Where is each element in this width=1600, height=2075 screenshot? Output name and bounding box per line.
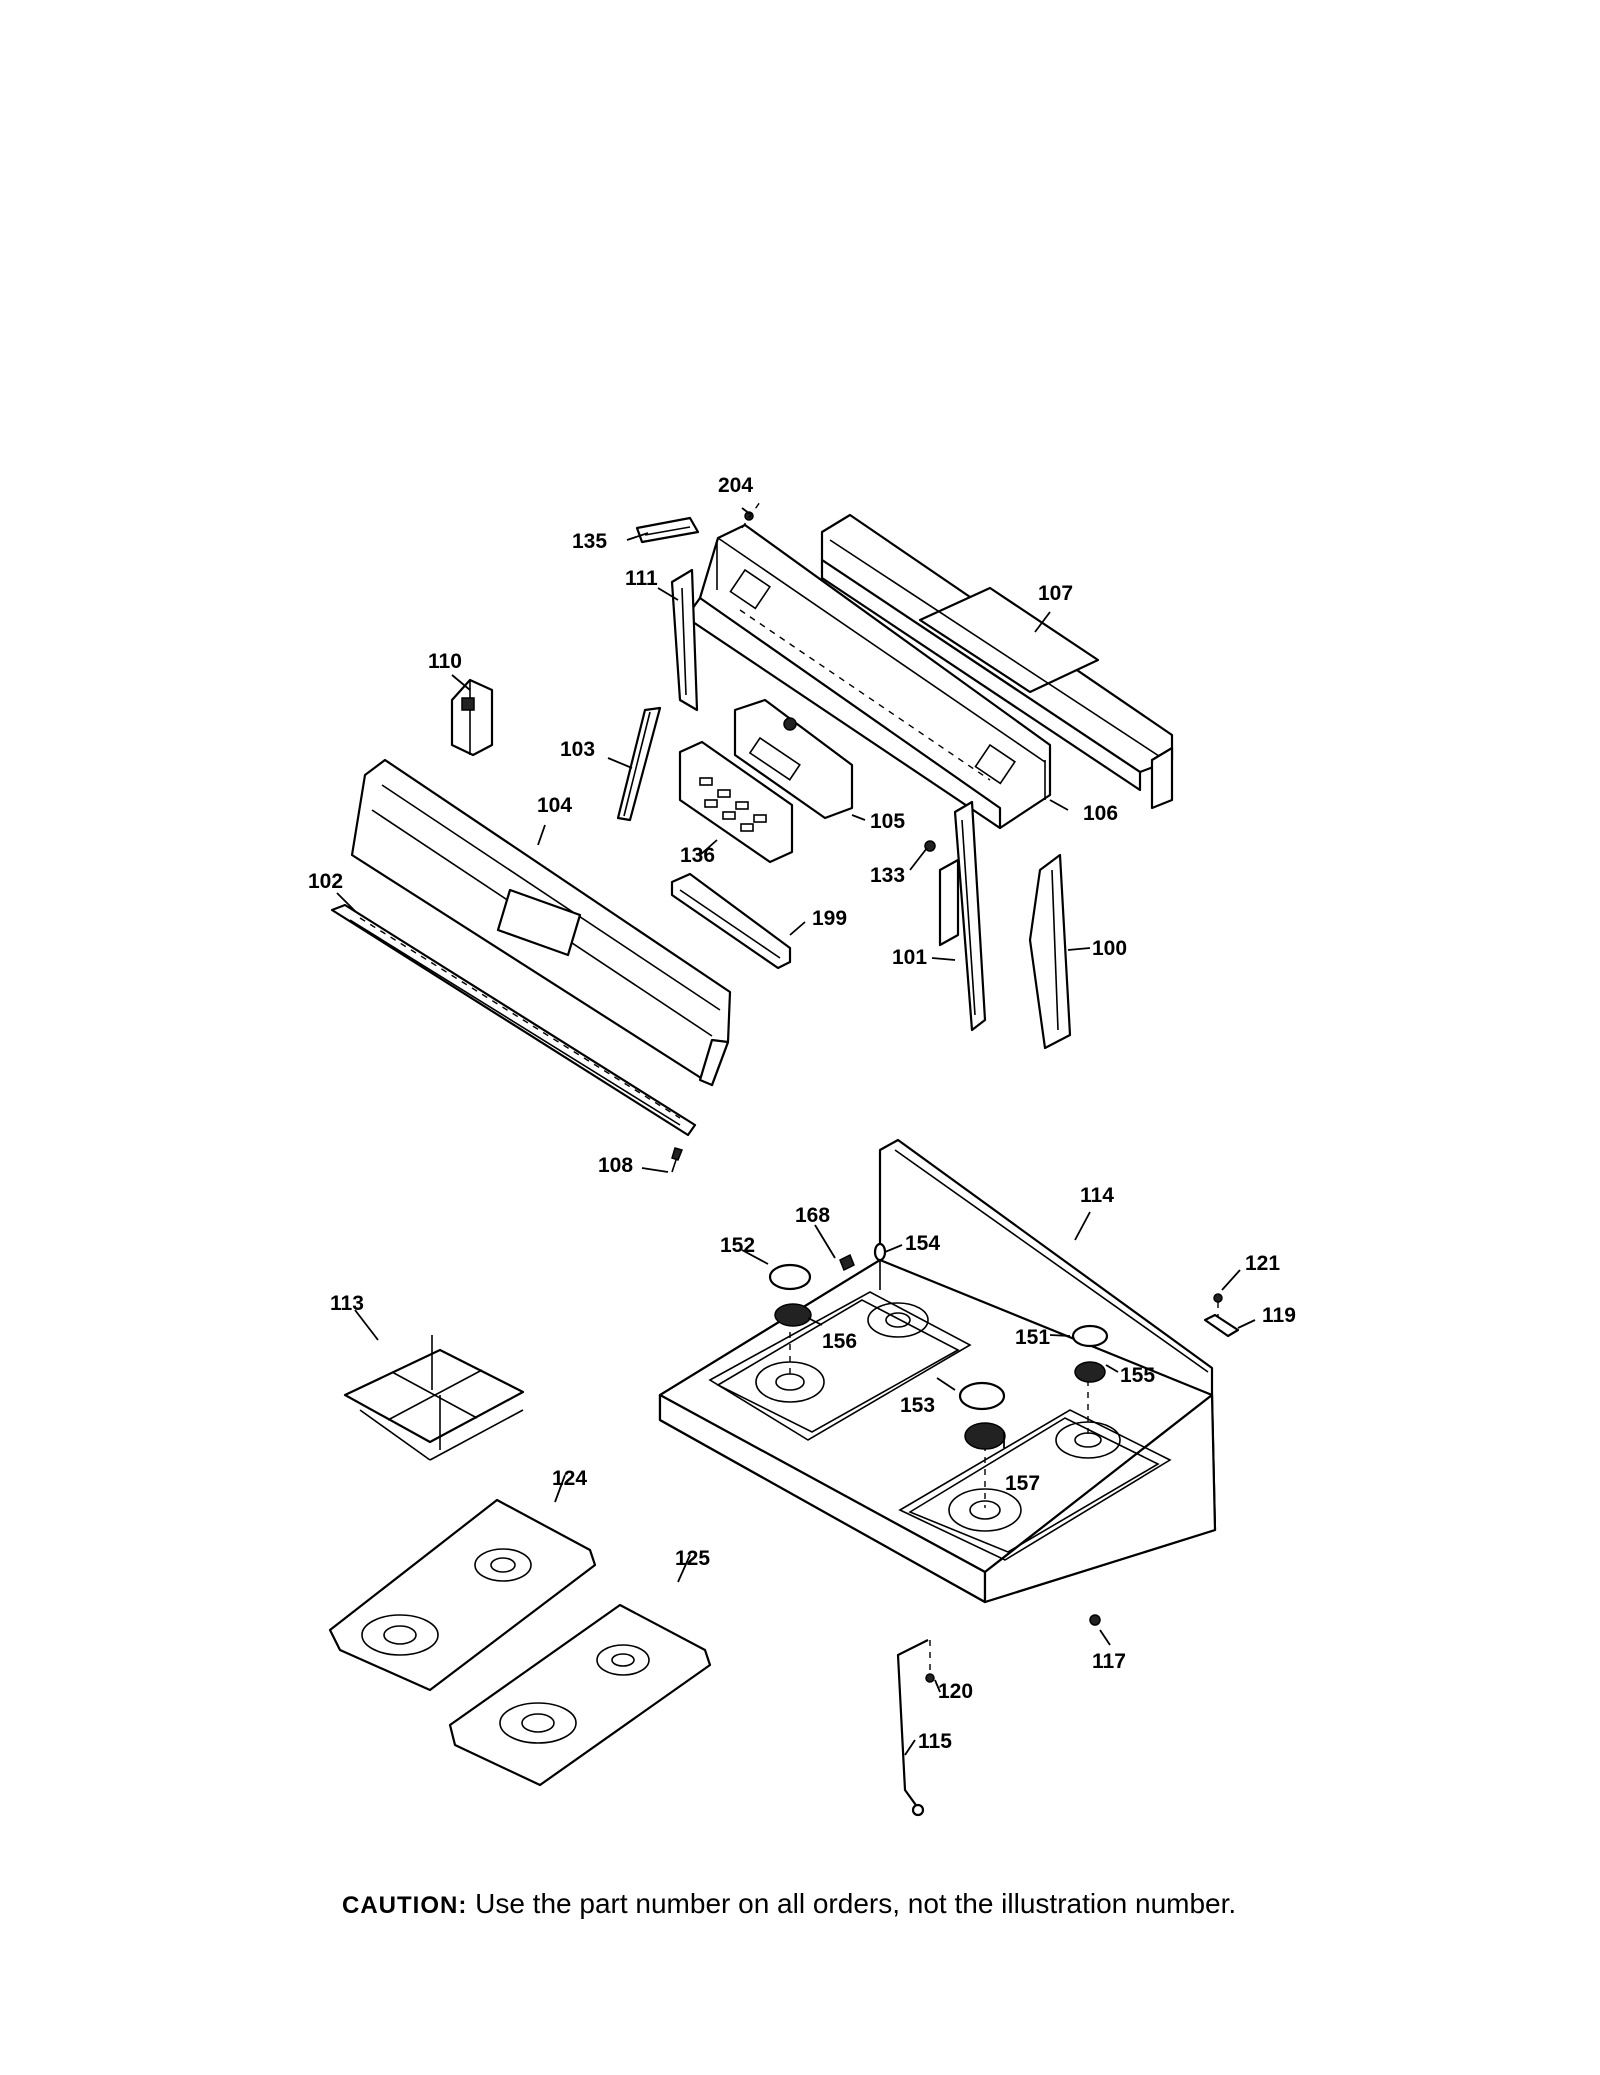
label-157: 157 — [1005, 1472, 1040, 1495]
part-114-cooktop — [658, 1138, 1217, 1604]
part-135-bracket — [635, 516, 700, 544]
label-155: 155 — [1120, 1364, 1155, 1387]
part-155-burner-head — [1074, 1361, 1106, 1383]
label-104: 104 — [537, 794, 572, 817]
part-102-trim-strip — [330, 903, 697, 1137]
label-106: 106 — [1083, 802, 1118, 825]
leader-lines — [336, 507, 1256, 1756]
label-119: 119 — [1262, 1304, 1296, 1327]
label-199: 199 — [812, 907, 847, 930]
label-152: 152 — [720, 1234, 755, 1257]
label-204: 204 — [718, 474, 753, 497]
caution-text: Use the part number on all orders, not t… — [467, 1888, 1237, 1919]
part-number-labels: 204 135 111 107 110 103 104 105 106 136 … — [308, 474, 1296, 1753]
part-136-keypad-overlay — [678, 740, 794, 864]
label-102: 102 — [308, 870, 343, 893]
part-151-burner-cap — [1071, 1324, 1109, 1348]
part-113-grate — [343, 1335, 525, 1461]
label-133: 133 — [870, 864, 905, 887]
part-111-side-bracket — [670, 568, 699, 712]
part-199-bracket — [670, 872, 792, 970]
part-103-end-cap — [616, 706, 662, 822]
label-113: 113 — [330, 1292, 364, 1315]
part-120-screw — [925, 1640, 935, 1683]
label-111: 111 — [625, 567, 658, 590]
part-204-screw — [741, 501, 761, 529]
label-107: 107 — [1038, 582, 1073, 605]
label-135: 135 — [572, 530, 607, 553]
part-106-backguard — [688, 523, 1052, 830]
part-115-rod — [896, 1639, 929, 1817]
part-152-burner-cap — [768, 1263, 812, 1291]
label-121: 121 — [1245, 1252, 1280, 1275]
part-107-rear-trim — [820, 513, 1174, 810]
part-105-control-board — [733, 698, 854, 820]
part-108-screw — [671, 1147, 684, 1173]
label-103: 103 — [560, 738, 595, 761]
label-125: 125 — [675, 1547, 710, 1570]
part-110-transformer — [450, 678, 494, 757]
part-168-clip — [839, 1253, 855, 1272]
label-153: 153 — [900, 1394, 935, 1417]
part-153-burner-cap — [958, 1381, 1006, 1411]
part-101-end-bracket — [938, 800, 987, 1032]
label-136: 136 — [680, 844, 715, 867]
label-114: 114 — [1080, 1184, 1114, 1207]
label-120: 120 — [938, 1680, 973, 1703]
label-151: 151 — [1015, 1326, 1050, 1349]
part-119-bracket — [1203, 1313, 1240, 1338]
caution-note: CAUTION: Use the part number on all orde… — [342, 1888, 1236, 1920]
part-100-side-trim — [1028, 853, 1072, 1050]
part-117-screw — [1089, 1614, 1101, 1626]
part-104-control-panel — [350, 758, 732, 1087]
label-156: 156 — [822, 1330, 857, 1353]
label-117: 117 — [1092, 1650, 1126, 1673]
caution-label: CAUTION: — [342, 1892, 468, 1919]
label-101: 101 — [892, 946, 927, 969]
label-115: 115 — [918, 1730, 952, 1753]
label-105: 105 — [870, 810, 905, 833]
label-168: 168 — [795, 1204, 830, 1227]
part-125-drip-pan — [448, 1603, 712, 1787]
part-124-drip-pan — [328, 1498, 597, 1692]
label-108: 108 — [598, 1154, 633, 1177]
label-100: 100 — [1092, 937, 1127, 960]
part-156-burner-head — [774, 1303, 812, 1327]
label-124: 124 — [552, 1467, 587, 1490]
label-154: 154 — [905, 1232, 940, 1255]
label-110: 110 — [428, 650, 462, 673]
part-157-burner-head — [964, 1422, 1006, 1450]
